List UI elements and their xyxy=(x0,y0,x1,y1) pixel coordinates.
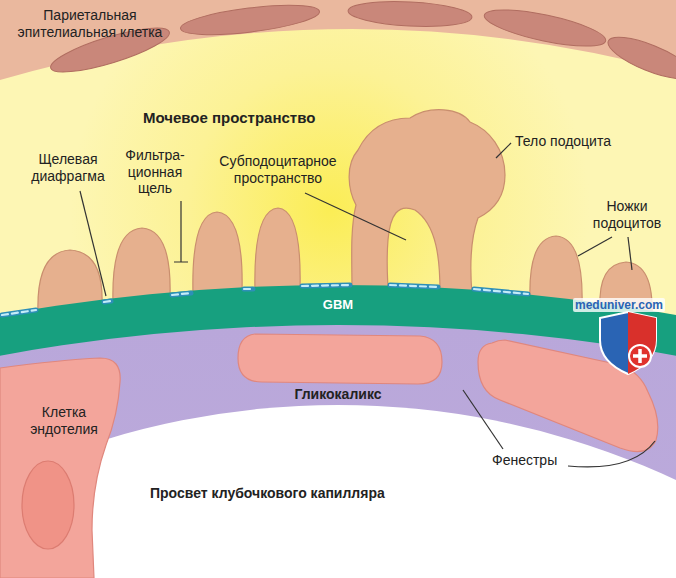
leader-line xyxy=(305,193,406,240)
endothelial-cell xyxy=(478,340,658,452)
part-label: Фенестры xyxy=(492,452,557,469)
layer-label: Гликокаликс xyxy=(278,386,398,403)
cell-label: Париетальная эпителиальная клетка xyxy=(5,7,175,40)
parietal-cell xyxy=(179,0,321,40)
leader-line xyxy=(628,237,632,270)
slit-diaphragms xyxy=(2,285,528,315)
leader-line xyxy=(578,237,612,256)
part-label: Тело подоцита xyxy=(515,133,611,150)
podocyte-body xyxy=(349,110,505,294)
slit-diaphragm-core xyxy=(2,285,528,315)
part-label: Фильтра- ционная щель xyxy=(116,147,194,197)
glycocalyx-layer xyxy=(0,325,676,578)
watermark: meduniver.com xyxy=(573,298,665,312)
leader-line xyxy=(174,201,188,262)
parietal-cell xyxy=(603,29,676,87)
region-label: Просвет клубочкового капилляра xyxy=(150,485,385,502)
foot-process xyxy=(193,212,242,295)
endothelial-cell xyxy=(238,334,442,384)
endothelium xyxy=(0,334,658,578)
region-label: Мочевое пространство xyxy=(143,109,315,127)
foot-process xyxy=(255,208,300,292)
layer-label: GBM xyxy=(318,297,358,312)
watermark-shield xyxy=(600,312,656,374)
parietal-cell xyxy=(347,0,472,29)
parietal-cell xyxy=(482,2,609,53)
shield-icon xyxy=(600,312,656,374)
parietal-cells xyxy=(47,0,676,87)
leader-lines xyxy=(80,143,655,467)
glomerular-basement-membrane xyxy=(0,285,676,578)
part-label: Ножки подоцитов xyxy=(582,198,672,231)
parietal-layer xyxy=(0,0,676,80)
endothelial-nucleus xyxy=(22,461,74,549)
shield-half xyxy=(628,312,656,374)
part-label: Щелевая диафрагма xyxy=(27,151,109,184)
leader-line xyxy=(496,143,511,158)
cell-label: Клетка эндотелия xyxy=(20,404,108,437)
cross-badge xyxy=(629,345,651,367)
region-label: Субподоцитарное пространство xyxy=(208,153,348,186)
leader-line xyxy=(80,191,106,296)
cross-mark xyxy=(633,349,647,363)
foot-process xyxy=(113,228,170,303)
leader-line xyxy=(463,390,503,449)
endothelial-cell xyxy=(0,358,120,578)
leader-line xyxy=(568,441,655,467)
